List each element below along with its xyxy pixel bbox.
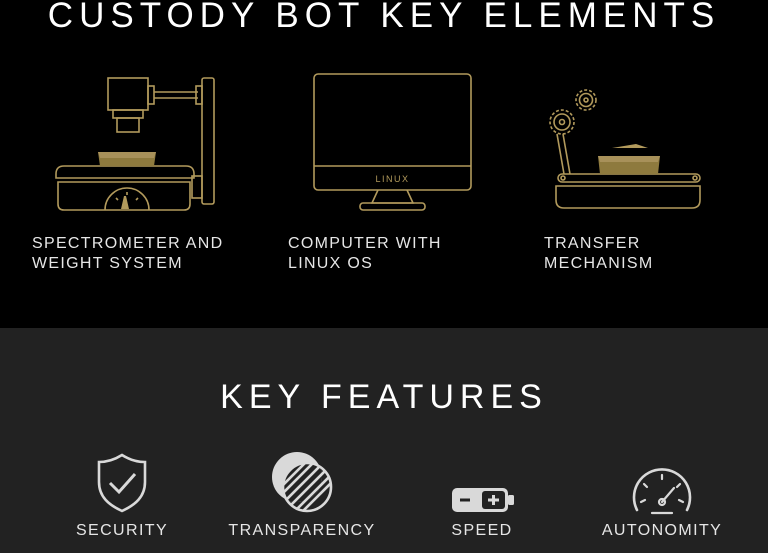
element-label-computer: COMPUTER WITH LINUX OS (288, 235, 442, 272)
features-section: KEY FEATURES SECURITY TRANSPA (0, 328, 768, 553)
feature-label-transparency: TRANSPARENCY (228, 522, 376, 539)
features-title: KEY FEATURES (220, 378, 548, 416)
monitor-screen-text: LINUX (375, 174, 409, 184)
shield-check-icon (97, 453, 147, 513)
elements-section: CUSTODY BOT KEY ELEMENTS SPECTROMETER AN… (32, 0, 721, 272)
transparency-circles-icon (272, 452, 333, 513)
feature-label-security: SECURITY (75, 522, 169, 539)
speedometer-icon (632, 468, 692, 515)
element-label-spectrometer: SPECTROMETER AND WEIGHT SYSTEM (32, 235, 224, 272)
elements-title: CUSTODY BOT KEY ELEMENTS (47, 0, 721, 35)
computer-monitor-icon: LINUX (313, 73, 472, 211)
feature-label-autonomity: AUTONOMITY (601, 522, 723, 539)
battery-icon (452, 488, 514, 512)
feature-label-speed: SPEED (451, 522, 513, 539)
spectrometer-icon (55, 77, 215, 211)
element-label-transfer: TRANSFER MECHANISM (544, 235, 654, 272)
transfer-mechanism-icon (549, 89, 701, 209)
